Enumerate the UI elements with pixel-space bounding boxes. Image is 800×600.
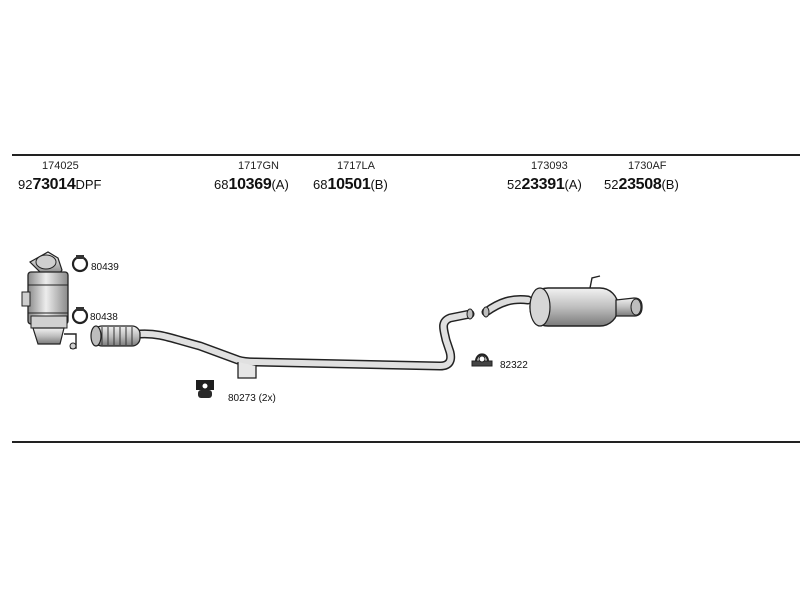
part-number: 6810501(B) bbox=[313, 176, 388, 193]
part-label-rear-silencer-a: 173093 5223391(A) bbox=[507, 161, 582, 193]
top-divider bbox=[12, 154, 800, 156]
clamp-80439 bbox=[71, 255, 89, 273]
part-number: 5223508(B) bbox=[604, 176, 679, 193]
part-number: 9273014DPF bbox=[18, 176, 102, 193]
part-code: 1730AF bbox=[628, 160, 667, 172]
front-pipe bbox=[90, 308, 475, 379]
part-code: 174025 bbox=[42, 160, 79, 172]
part-code: 1717LA bbox=[337, 160, 375, 172]
part-number: 5223391(A) bbox=[507, 176, 582, 193]
dpf-catalyst bbox=[21, 251, 77, 350]
part-label-front-pipe-b: 1717LA 6810501(B) bbox=[313, 161, 388, 193]
clamp-82322 bbox=[471, 353, 493, 367]
part-code: 1717GN bbox=[238, 160, 279, 172]
bottom-divider bbox=[12, 441, 800, 443]
callout-80438: 80438 bbox=[90, 312, 118, 323]
callout-80273: 80273 (2x) bbox=[228, 393, 276, 404]
callout-82322: 82322 bbox=[500, 360, 528, 371]
hanger-80273 bbox=[196, 380, 214, 398]
clamp-80438 bbox=[71, 307, 89, 325]
callout-80439: 80439 bbox=[91, 262, 119, 273]
part-label-rear-silencer-b: 1730AF 5223508(B) bbox=[604, 161, 679, 193]
part-label-front-pipe-a: 1717GN 6810369(A) bbox=[214, 161, 289, 193]
part-label-dpf: 174025 9273014DPF bbox=[18, 161, 101, 193]
part-number: 6810369(A) bbox=[214, 176, 289, 193]
part-code: 173093 bbox=[531, 160, 568, 172]
rear-silencer bbox=[481, 275, 643, 327]
